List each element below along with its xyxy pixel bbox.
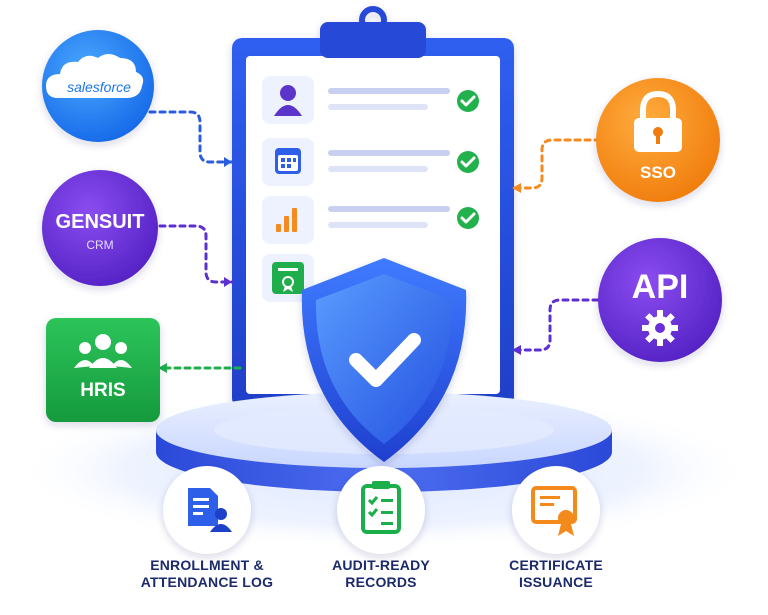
clipboard-row-4 xyxy=(262,254,314,302)
sso-arrowhead xyxy=(512,183,521,193)
check-circle-icon xyxy=(457,151,479,173)
connectors xyxy=(148,110,602,370)
feature-certificate-label: CERTIFICATE ISSUANCE xyxy=(491,557,621,591)
salesforce-connector xyxy=(148,110,234,164)
clipboard-row-3 xyxy=(262,196,479,244)
api-label: API xyxy=(632,268,689,306)
hris-label: HRIS xyxy=(80,380,125,401)
hris-arrowhead xyxy=(158,363,167,373)
api-badge: API xyxy=(598,238,722,362)
row-line xyxy=(328,88,450,94)
gear-icon xyxy=(642,310,678,346)
sso-badge: SSO xyxy=(596,78,720,202)
feature-label-line: AUDIT-READY xyxy=(332,557,430,573)
shield-check-icon xyxy=(301,258,467,462)
gensuit-title: GENSUIT xyxy=(56,211,145,233)
clipboard-row-2 xyxy=(262,138,479,186)
check-circle-icon xyxy=(457,207,479,229)
clipboard-ring xyxy=(359,6,387,34)
row-line xyxy=(328,222,428,228)
row-line xyxy=(328,104,428,110)
feature-audit xyxy=(337,466,425,554)
platform xyxy=(156,392,612,492)
feature-audit-label: AUDIT-READY RECORDS xyxy=(316,557,446,591)
feature-label-line: ENROLLMENT & xyxy=(150,557,264,573)
feature-label-line: CERTIFICATE xyxy=(509,557,603,573)
feature-enrollment-label: ENROLLMENT & ATTENDANCE LOG xyxy=(137,557,277,591)
feature-label-line: RECORDS xyxy=(345,574,417,590)
certificate-icon xyxy=(272,262,304,294)
feature-label-line: ISSUANCE xyxy=(519,574,593,590)
checklist-icon xyxy=(361,481,401,534)
row-line xyxy=(328,166,428,172)
hris-badge: HRIS xyxy=(46,318,160,422)
api-connector xyxy=(512,298,600,352)
sso-connector xyxy=(512,138,602,190)
certificate-icon xyxy=(531,486,577,536)
document-user-icon xyxy=(188,488,232,532)
row-line xyxy=(328,150,450,156)
clipboard-clip xyxy=(320,22,426,58)
feature-label-line: ATTENDANCE LOG xyxy=(140,574,274,590)
feature-enrollment xyxy=(163,466,251,554)
salesforce-label: salesforce xyxy=(67,79,131,95)
check-circle-icon xyxy=(457,90,479,112)
cloud-icon xyxy=(46,54,144,98)
calendar-icon xyxy=(275,148,301,174)
people-group-icon xyxy=(74,334,132,368)
row-line xyxy=(328,206,450,212)
gensuit-subtitle: CRM xyxy=(86,238,113,252)
sso-label: SSO xyxy=(640,163,676,182)
gensuit-badge: GENSUIT CRM xyxy=(42,170,158,286)
lock-icon xyxy=(634,90,682,152)
gensuit-arrowhead xyxy=(224,277,232,287)
salesforce-arrowhead xyxy=(224,157,232,167)
feature-certificate xyxy=(512,466,600,554)
api-arrowhead xyxy=(512,345,521,355)
salesforce-badge: salesforce xyxy=(42,30,154,142)
user-icon xyxy=(274,85,302,116)
bar-chart-icon xyxy=(276,208,297,232)
clipboard-row-1 xyxy=(262,76,479,124)
gensuit-connector xyxy=(158,224,234,284)
